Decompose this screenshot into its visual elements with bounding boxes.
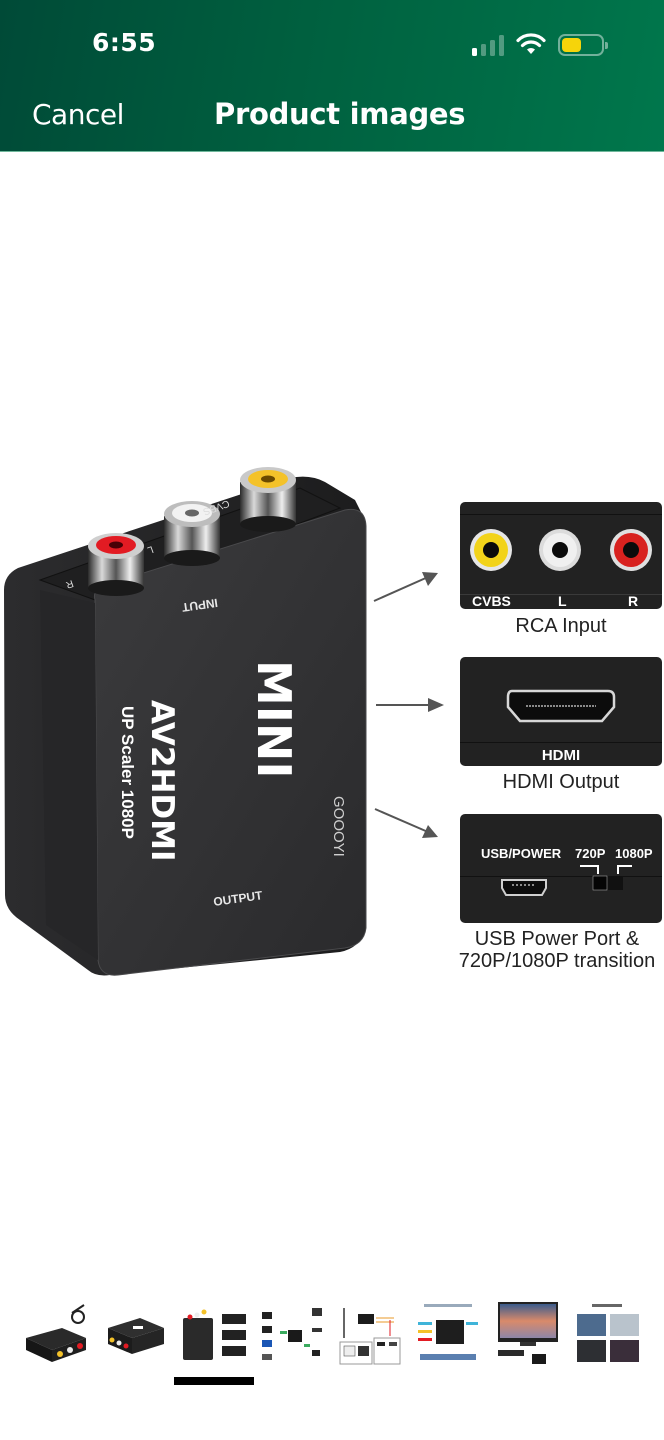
thumbnail-1[interactable] — [22, 1300, 90, 1368]
thumb-tv-setup — [498, 1302, 558, 1364]
status-time: 6:55 — [92, 28, 157, 57]
thumbnail-2[interactable] — [102, 1300, 170, 1368]
device-label-l: L — [145, 543, 154, 555]
device-label-r: R — [64, 577, 75, 590]
hdmi-output-panel: HDMI — [460, 657, 662, 766]
device-label-input: INPUT — [180, 596, 218, 615]
arrow-to-usb — [374, 808, 438, 838]
rca-input-caption: RCA Input — [515, 615, 607, 637]
thumb-solution-for-traditional-tvs — [418, 1304, 478, 1360]
product-image-viewer[interactable]: R L CVBS INPUT MINI AV2HDMI UP Scaler 10… — [0, 152, 664, 1282]
thumb-wiring-diagram — [339, 1308, 401, 1365]
thumbnail-6[interactable] — [414, 1300, 482, 1368]
wifi-icon — [516, 33, 546, 54]
device-subtitle-text: UP Scaler 1080P — [118, 706, 137, 839]
1080p-label: 1080P — [615, 846, 653, 861]
720p-label: 720P — [575, 846, 606, 861]
resolution-switch-icon — [592, 875, 623, 891]
arrow-to-rca — [373, 572, 438, 602]
usb-power-panel: USB/POWER 720P 1080P — [460, 814, 662, 923]
usb-power-caption-line2: 720P/1080P transition — [458, 950, 656, 972]
rca-label-r: R — [628, 593, 639, 609]
device-model-text: AV2HDMI — [144, 700, 180, 862]
rca-jack-cvbs — [470, 529, 512, 571]
rca-jack-l — [539, 529, 581, 571]
selected-thumbnail-indicator — [174, 1377, 254, 1385]
cellular-signal-icon — [472, 34, 506, 56]
usb-power-label: USB/POWER — [481, 846, 562, 861]
thumbnail-3[interactable] — [180, 1300, 248, 1368]
device-port-cvbs — [240, 467, 296, 532]
battery-level — [562, 38, 581, 52]
cancel-button[interactable]: Cancel — [32, 98, 124, 131]
thumb-adapter-ports-callout — [183, 1309, 246, 1360]
adapter-device-illustration: R L CVBS INPUT MINI AV2HDMI UP Scaler 10… — [4, 467, 444, 976]
battery-icon — [558, 34, 608, 56]
thumb-adapter-with-cable — [26, 1304, 86, 1362]
thumb-connection-diagram — [262, 1308, 322, 1360]
thumbnail-8[interactable] — [574, 1300, 642, 1368]
device-logo-mini: MINI — [247, 660, 301, 779]
thumbnail-7[interactable] — [494, 1300, 562, 1368]
device-port-r — [88, 533, 144, 596]
usb-switch-graphics — [501, 865, 632, 896]
mini-usb-port-icon — [501, 879, 547, 896]
hdmi-port-icon — [506, 689, 616, 723]
thumbnail-strip — [0, 1300, 664, 1380]
usb-power-caption-line1: USB Power Port & — [474, 928, 640, 950]
arrow-to-hdmi — [376, 698, 444, 712]
thumb-applicable-scene — [577, 1304, 639, 1362]
hdmi-output-caption: HDMI Output — [502, 771, 620, 793]
thumbnail-4[interactable] — [258, 1300, 326, 1368]
rca-input-panel: CVBS L R — [460, 502, 662, 609]
page-title: Product images — [214, 97, 466, 131]
rca-label-l: L — [558, 593, 567, 609]
rca-jack-r — [610, 529, 652, 571]
rca-label-cvbs: CVBS — [472, 593, 511, 609]
header: 6:55 Cancel Product images — [0, 0, 664, 152]
hdmi-label: HDMI — [541, 747, 581, 764]
device-port-l — [164, 501, 220, 566]
device-brand-text: GOOOYI — [330, 796, 347, 857]
device-label-output: OUTPUT — [212, 888, 263, 909]
thumb-adapter-dimensions — [108, 1318, 164, 1354]
thumbnail-5[interactable] — [336, 1300, 404, 1368]
